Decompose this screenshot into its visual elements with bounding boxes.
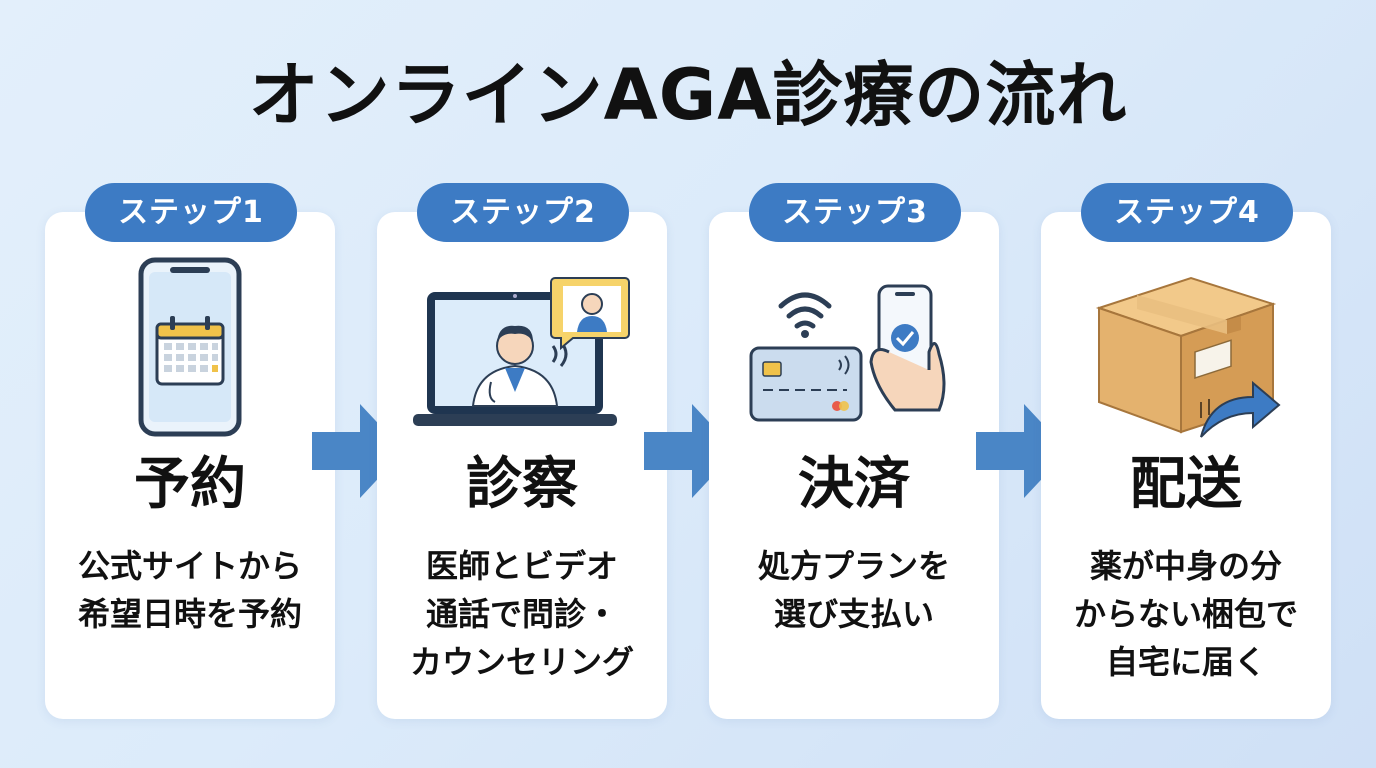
delivery-box-icon [1095, 276, 1281, 438]
step-description-4: 薬が中身の分 からない梱包で 自宅に届く [1073, 547, 1298, 681]
page-title: オンラインAGA診療の流れ [248, 54, 1128, 136]
step-heading-4: 配送 [1130, 452, 1242, 517]
step-description-2: 医師とビデオ 通話で問診・ カウンセリング [409, 547, 634, 681]
step-heading-3: 決済 [798, 452, 910, 517]
step-description-3: 処方プランを 選び支払い [757, 547, 950, 633]
payment-card-phone-icon [749, 284, 946, 422]
video-consultation-icon [413, 277, 630, 426]
step-badge-1: ステップ1 [85, 183, 297, 242]
step-heading-2: 診察 [466, 452, 578, 517]
step-badge-2: ステップ2 [417, 183, 629, 242]
step-description-1: 公式サイトから 希望日時を予約 [77, 547, 302, 633]
step-card-3: 決済 処方プランを 選び支払い [709, 212, 999, 719]
step-badge-4: ステップ4 [1081, 183, 1293, 242]
step-card-1: 予約 公式サイトから 希望日時を予約 [45, 212, 335, 719]
step-card-4: 配送 薬が中身の分 からない梱包で 自宅に届く [1041, 212, 1331, 719]
step-heading-1: 予約 [134, 452, 246, 517]
step-badge-3: ステップ3 [749, 183, 961, 242]
smartphone-calendar-icon [138, 257, 242, 437]
step-card-2: 診察 医師とビデオ 通話で問診・ カウンセリング [377, 212, 667, 719]
